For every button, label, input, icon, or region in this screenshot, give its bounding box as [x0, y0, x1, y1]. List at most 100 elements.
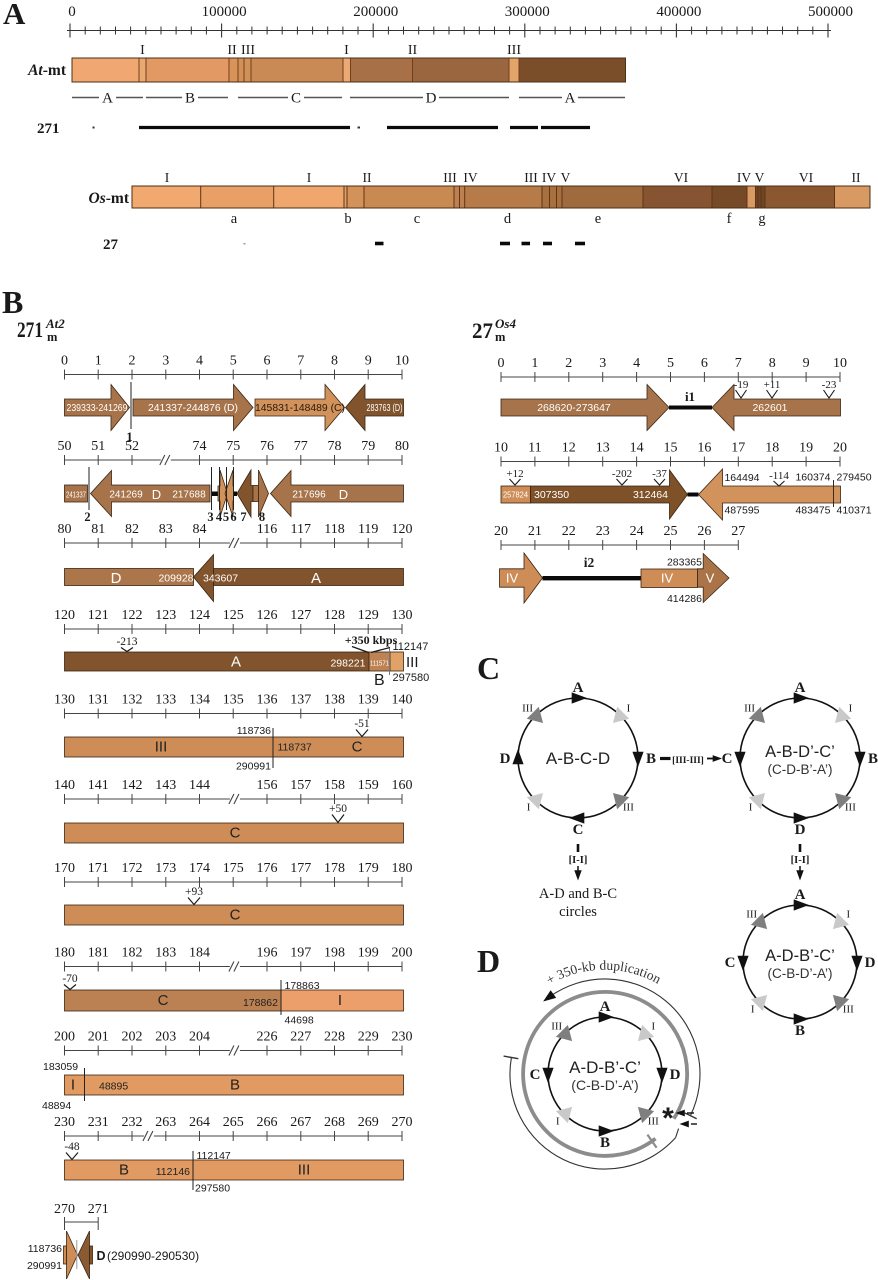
- svg-text:241269: 241269: [109, 490, 143, 501]
- svg-text:118736: 118736: [28, 1243, 62, 1255]
- svg-text:10: 10: [395, 354, 409, 369]
- svg-text:75: 75: [226, 439, 240, 454]
- svg-text:III: III: [241, 43, 255, 58]
- svg-text:0: 0: [68, 4, 76, 20]
- svg-text:267: 267: [290, 1115, 311, 1130]
- svg-text:II: II: [408, 43, 418, 58]
- svg-text:140: 140: [54, 778, 75, 793]
- svg-text:+350 kbps: +350 kbps: [345, 633, 398, 647]
- svg-text:138: 138: [324, 693, 345, 708]
- svg-text:159: 159: [358, 778, 379, 793]
- svg-text:IV: IV: [542, 170, 556, 185]
- svg-text:157: 157: [290, 778, 311, 793]
- svg-text:257824: 257824: [503, 491, 529, 500]
- svg-text:8: 8: [259, 510, 265, 524]
- svg-text:[I-I]: [I-I]: [791, 855, 810, 866]
- svg-text:144: 144: [189, 778, 210, 793]
- svg-text:82: 82: [125, 522, 139, 537]
- svg-text:D: D: [426, 91, 437, 107]
- svg-text:[III-III]: [III-III]: [672, 756, 704, 766]
- svg-text:116: 116: [257, 522, 277, 537]
- svg-text:48894: 48894: [42, 1100, 71, 1112]
- svg-text:B: B: [795, 1023, 805, 1039]
- svg-text:19: 19: [799, 441, 813, 456]
- svg-text:25: 25: [664, 524, 678, 539]
- svg-text:[I-I]: [I-I]: [569, 855, 588, 866]
- svg-text:circles: circles: [559, 904, 597, 920]
- svg-text:268620-273647: 268620-273647: [537, 402, 611, 414]
- svg-text:III: III: [746, 909, 757, 921]
- svg-text:121: 121: [88, 608, 109, 623]
- svg-text:128: 128: [324, 608, 345, 623]
- svg-text:6: 6: [264, 354, 271, 369]
- svg-text:118: 118: [324, 522, 344, 537]
- svg-text:112147: 112147: [393, 641, 429, 653]
- svg-text:V: V: [706, 571, 715, 586]
- svg-text:51: 51: [91, 439, 105, 454]
- svg-text:343607: 343607: [203, 573, 238, 585]
- svg-text:5: 5: [230, 354, 237, 369]
- svg-text:2: 2: [84, 510, 90, 524]
- svg-text:II: II: [363, 170, 372, 185]
- svg-text:217688: 217688: [172, 490, 206, 501]
- svg-text:-19: -19: [734, 379, 749, 391]
- svg-text:+93: +93: [185, 886, 203, 898]
- svg-text:290991: 290991: [27, 1260, 62, 1272]
- svg-text:B: B: [119, 1162, 129, 1179]
- svg-text:IV: IV: [661, 571, 674, 586]
- svg-text:209928: 209928: [158, 573, 193, 585]
- svg-text:15: 15: [664, 441, 678, 456]
- svg-text:C: C: [722, 751, 733, 767]
- svg-text:0: 0: [498, 356, 505, 371]
- svg-text:290991: 290991: [236, 761, 271, 773]
- svg-text:A-D-B’-C’: A-D-B’-C’: [569, 1058, 641, 1077]
- svg-text:158: 158: [324, 778, 345, 793]
- svg-text:A-D-B’-C’: A-D-B’-C’: [765, 947, 835, 965]
- svg-text:129: 129: [358, 608, 379, 623]
- svg-text:118736: 118736: [237, 725, 271, 737]
- svg-text:m: m: [47, 330, 58, 344]
- svg-text:9: 9: [803, 356, 810, 371]
- svg-text:217696: 217696: [292, 490, 326, 501]
- svg-text:III: III: [507, 43, 521, 58]
- svg-text:171: 171: [88, 861, 109, 876]
- svg-text:79: 79: [361, 439, 375, 454]
- svg-text:-23: -23: [822, 379, 837, 391]
- svg-text:Os4: Os4: [495, 316, 516, 331]
- svg-text:21: 21: [528, 524, 542, 539]
- svg-text:170: 170: [54, 861, 75, 876]
- svg-text:265: 265: [223, 1115, 244, 1130]
- svg-text:9: 9: [365, 354, 372, 369]
- svg-text:III: III: [845, 801, 856, 813]
- svg-text:80: 80: [58, 522, 72, 537]
- svg-text:180: 180: [392, 861, 413, 876]
- svg-text:3: 3: [162, 354, 169, 369]
- svg-text:179: 179: [358, 861, 379, 876]
- svg-text:I: I: [307, 170, 312, 185]
- svg-text:283763 (D): 283763 (D): [367, 403, 403, 414]
- svg-text:300000: 300000: [505, 4, 550, 20]
- svg-text:C: C: [477, 650, 500, 686]
- svg-text:264: 264: [189, 1115, 210, 1130]
- svg-text:I: I: [527, 801, 531, 813]
- svg-text:6: 6: [230, 510, 236, 524]
- svg-text:231: 231: [88, 1115, 109, 1130]
- svg-text:174: 174: [189, 861, 210, 876]
- svg-text:A-B-D’-C’: A-B-D’-C’: [765, 743, 835, 761]
- svg-text:C: C: [530, 1067, 541, 1083]
- svg-text:112146: 112146: [156, 1166, 190, 1178]
- svg-text:122: 122: [122, 608, 143, 623]
- svg-text:I: I: [627, 703, 631, 715]
- svg-text:-114: -114: [769, 470, 789, 482]
- svg-text:4: 4: [633, 356, 640, 371]
- svg-text:180: 180: [54, 946, 75, 961]
- svg-text:123: 123: [155, 608, 176, 623]
- svg-text:I: I: [846, 909, 850, 921]
- svg-text:263: 263: [155, 1115, 176, 1130]
- svg-text:B: B: [868, 751, 878, 767]
- svg-text:1: 1: [126, 429, 133, 444]
- svg-text:2: 2: [565, 356, 572, 371]
- svg-text:182: 182: [122, 946, 143, 961]
- svg-text:m: m: [495, 330, 506, 344]
- svg-text:I: I: [165, 170, 170, 185]
